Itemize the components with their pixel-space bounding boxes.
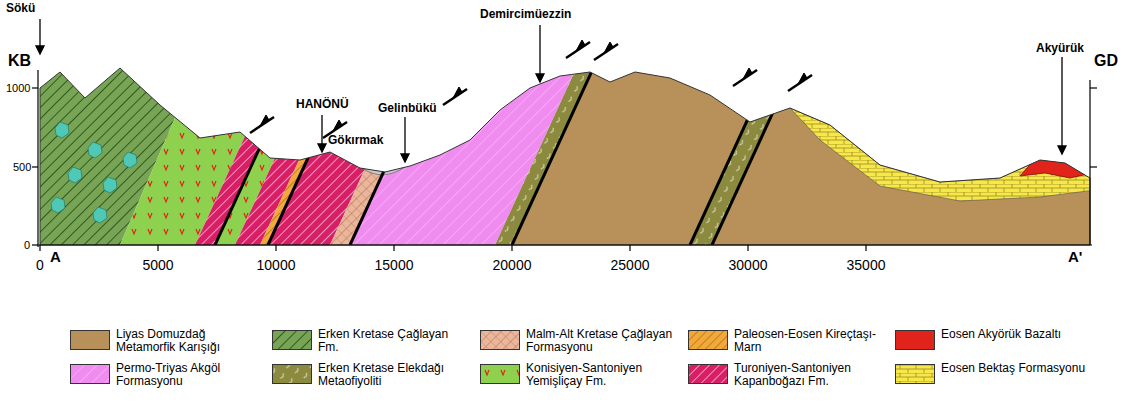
legend-swatch bbox=[480, 330, 520, 350]
legend-swatch bbox=[895, 364, 935, 384]
legend-swatch bbox=[272, 364, 312, 384]
axis-number: 20000 bbox=[493, 258, 532, 273]
swatch-fill bbox=[273, 331, 311, 349]
fault-line bbox=[215, 60, 300, 245]
fault-line bbox=[350, 60, 435, 245]
axis-number: 1000 bbox=[6, 82, 30, 94]
legend-swatch bbox=[70, 330, 110, 350]
clast bbox=[51, 197, 65, 213]
thrust-tooth bbox=[576, 40, 585, 51]
fault-line bbox=[512, 60, 597, 245]
place-name: Akyürük bbox=[1036, 42, 1084, 55]
basalt-unit bbox=[1020, 152, 1088, 178]
bektas-unit bbox=[790, 108, 1095, 201]
direction-label: GD bbox=[1094, 52, 1118, 70]
axis-number: 35000 bbox=[847, 258, 886, 273]
axis-number: 5000 bbox=[142, 258, 173, 273]
direction-label: KB bbox=[8, 52, 31, 70]
section-end: A' bbox=[1068, 249, 1082, 266]
fault-line bbox=[268, 60, 353, 245]
legend-text: Erken Kretase Çağlayan Fm. bbox=[318, 328, 468, 354]
legend-text: Malm-Alt Kretase Çağlayan Formasyonu bbox=[526, 328, 676, 354]
swatch-fill bbox=[689, 331, 727, 349]
thrust-tooth bbox=[333, 120, 342, 131]
swatch-pattern bbox=[689, 365, 727, 383]
swatch-fill bbox=[273, 365, 311, 383]
clast bbox=[55, 122, 69, 138]
legend-text: Liyas Domuzdağ Metamorfik Karışığı bbox=[116, 328, 266, 354]
legend-swatch bbox=[688, 330, 728, 350]
place-name: Gelinbükü bbox=[378, 102, 437, 115]
legend-swatch bbox=[70, 364, 110, 384]
axis-number: 500 bbox=[13, 161, 31, 173]
place-name: Sökü bbox=[6, 2, 35, 15]
clast bbox=[103, 177, 117, 193]
domuzdag-unit bbox=[712, 60, 1126, 245]
legend-text: Eosen Akyörük Bazaltı bbox=[941, 328, 1091, 341]
axis-number: 0 bbox=[36, 258, 44, 273]
thrust-tooth bbox=[453, 87, 462, 98]
fault-line bbox=[690, 60, 775, 245]
swatch-pattern bbox=[273, 331, 311, 349]
swatch-pattern bbox=[71, 365, 109, 383]
swatch-pattern bbox=[689, 331, 727, 349]
swatch-pattern bbox=[273, 365, 311, 383]
legend-text: Permo-Triyas Akgöl Formasyonu bbox=[116, 362, 266, 388]
legend-text: Turoniyen-Santoniyen Kapanboğazı Fm. bbox=[734, 362, 884, 388]
legend-swatch bbox=[895, 330, 935, 350]
legend-text: Eosen Bektaş Formasyonu bbox=[941, 362, 1091, 375]
clast bbox=[88, 142, 102, 158]
thrust-tooth bbox=[743, 68, 752, 79]
swatch-pattern bbox=[481, 365, 519, 383]
swatch-fill bbox=[896, 365, 934, 383]
swatch-fill bbox=[481, 365, 519, 383]
legend-swatch bbox=[480, 364, 520, 384]
thrust-tooth bbox=[604, 42, 613, 53]
axis-number: 30000 bbox=[729, 258, 768, 273]
swatch-fill bbox=[689, 365, 727, 383]
legend-text: Paleosen-Eosen Kireçtaşı-Marn bbox=[734, 328, 884, 354]
axis-number: 0 bbox=[24, 239, 30, 251]
section-end: A bbox=[50, 249, 61, 266]
clast bbox=[68, 167, 82, 183]
place-name: Demircimüezzin bbox=[480, 8, 571, 21]
axis-number: 25000 bbox=[611, 258, 650, 273]
swatch-fill bbox=[481, 331, 519, 349]
place-name: HANÖNÜ bbox=[296, 98, 349, 111]
thrust-tooth bbox=[798, 73, 807, 84]
legend-swatch bbox=[272, 330, 312, 350]
swatch-pattern bbox=[896, 365, 934, 383]
legend-text: Konisiyen-Santoniyen Yemişliçay Fm. bbox=[526, 362, 676, 388]
legend-swatch bbox=[688, 364, 728, 384]
fault-line bbox=[712, 60, 797, 245]
clast bbox=[93, 207, 107, 223]
swatch-fill bbox=[71, 365, 109, 383]
axis-number: 10000 bbox=[257, 258, 296, 273]
axis-number: 15000 bbox=[375, 258, 414, 273]
legend-text: Erken Kretase Elekdağı Metaofiyoliti bbox=[318, 362, 468, 388]
thrust-tooth bbox=[260, 115, 269, 126]
clast bbox=[123, 152, 137, 168]
place-name: Gökırmak bbox=[328, 134, 383, 147]
swatch-pattern bbox=[481, 331, 519, 349]
